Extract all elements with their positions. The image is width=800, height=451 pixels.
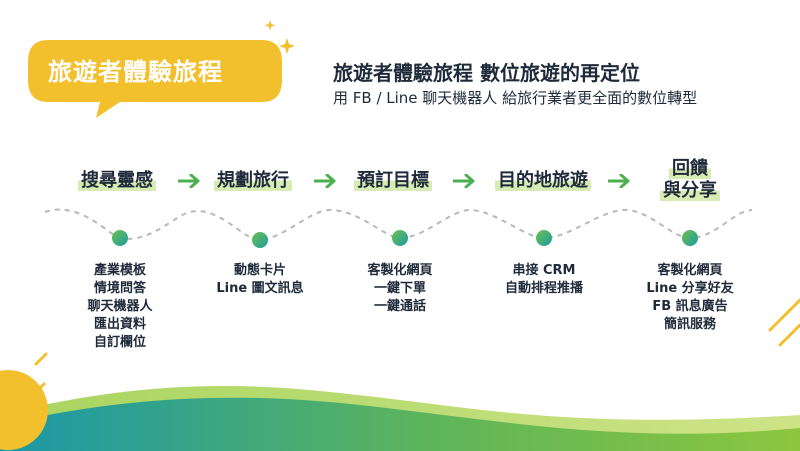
arrow-right-icon xyxy=(453,174,475,188)
step-2-label: 規劃旅行 xyxy=(198,170,308,192)
feature-item: 動態卡片 xyxy=(233,263,286,278)
feature-item: 串接 CRM xyxy=(512,263,576,278)
page-title: 旅遊者體驗旅程 數位旅遊的再定位 xyxy=(333,61,640,85)
feature-item: 產業模板 xyxy=(93,263,146,278)
sun-rays xyxy=(26,352,48,402)
step-3-label: 預訂目標 xyxy=(338,170,448,192)
step-2-features: 動態卡片 Line 圖文訊息 xyxy=(200,262,320,298)
sparkle-icon xyxy=(264,20,295,54)
step-1-dot xyxy=(112,230,128,246)
step-4-dot xyxy=(536,230,552,246)
step-4-features: 串接 CRM 自動排程推播 xyxy=(484,262,604,298)
feature-item: 聊天機器人 xyxy=(87,299,153,314)
feature-item: 匯出資料 xyxy=(93,317,146,332)
arrow-right-icon xyxy=(608,174,630,188)
step-2-dot xyxy=(252,232,268,248)
step-1-label: 搜尋靈感 xyxy=(62,170,172,192)
feature-item: 一鍵下單 xyxy=(373,281,426,296)
feature-item: 簡訊服務 xyxy=(663,317,716,332)
journey-wave-line xyxy=(44,208,753,242)
step-5-dot xyxy=(682,230,698,246)
badge-title: 旅遊者體驗旅程 xyxy=(48,58,223,86)
step-1-features: 產業模板 情境問答 聊天機器人 匯出資料 自訂欄位 xyxy=(70,262,170,352)
feature-item: Line 圖文訊息 xyxy=(216,281,304,296)
bottom-wave xyxy=(0,397,800,451)
feature-item: 客製化網頁 xyxy=(657,263,723,278)
step-5-features: 客製化網頁 Line 分享好友 FB 訊息廣告 簡訊服務 xyxy=(625,262,755,334)
feature-item: 自訂欄位 xyxy=(93,335,146,350)
arrow-right-icon xyxy=(314,174,336,188)
feature-item: 客製化網頁 xyxy=(367,263,433,278)
page-subtitle: 用 FB / Line 聊天機器人 給旅行業者更全面的數位轉型 xyxy=(333,89,698,107)
feature-item: 一鍵通話 xyxy=(373,299,426,314)
stripe-decoration xyxy=(768,298,800,347)
arrow-right-icon xyxy=(178,174,200,188)
feature-item: Line 分享好友 xyxy=(646,281,734,296)
feature-item: 情境問答 xyxy=(93,281,146,296)
feature-item: 自動排程推播 xyxy=(504,281,583,296)
step-5-label: 回饋 與分享 xyxy=(640,158,740,202)
step-4-label: 目的地旅遊 xyxy=(478,170,608,192)
step-3-dot xyxy=(392,230,408,246)
step-3-features: 客製化網頁 一鍵下單 一鍵通話 xyxy=(345,262,455,316)
feature-item: FB 訊息廣告 xyxy=(652,299,728,314)
